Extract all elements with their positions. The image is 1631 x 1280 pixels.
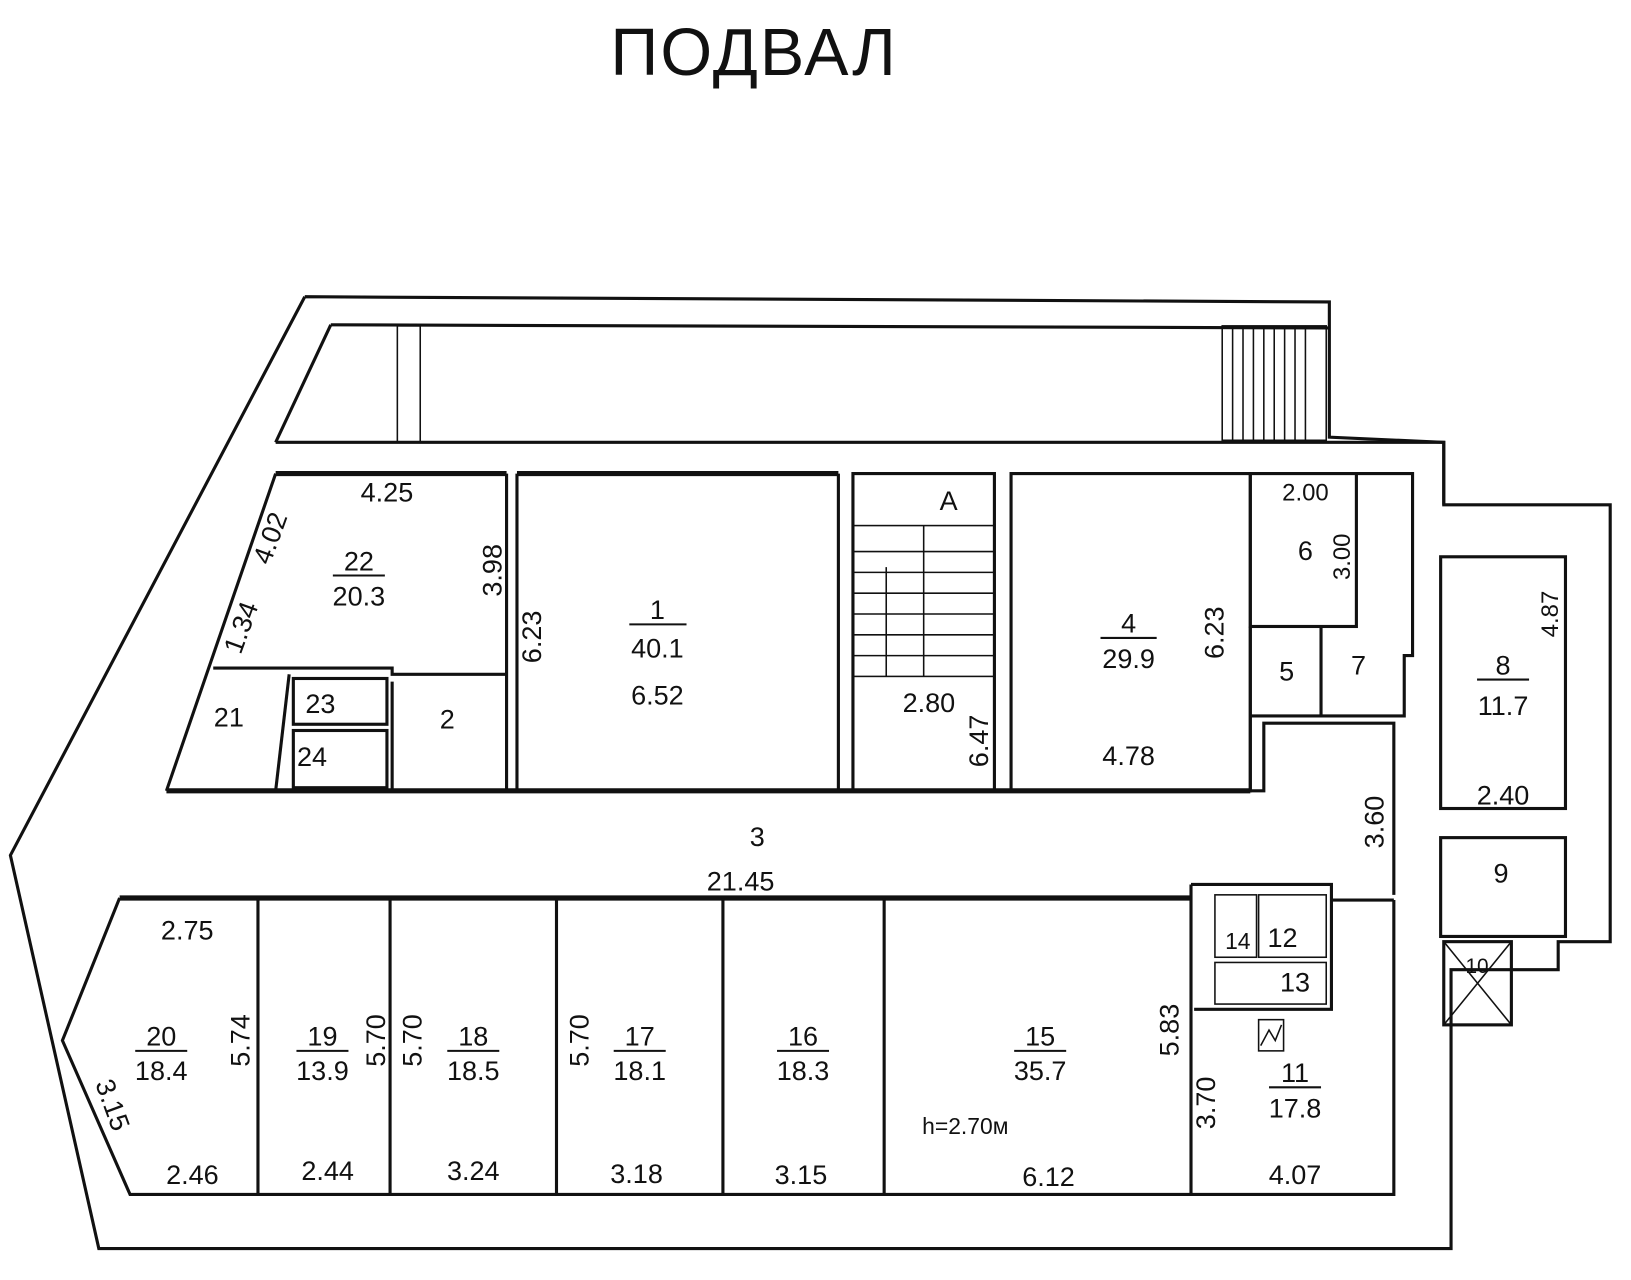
room-21-number: 21 — [214, 702, 244, 732]
plan-title: ПОДВАЛ — [610, 16, 897, 90]
room-9-number: 9 — [1493, 858, 1508, 888]
room-4-number: 4 — [1121, 609, 1136, 639]
room-11-number: 11 — [1281, 1058, 1309, 1088]
dimension: 3.18 — [610, 1159, 663, 1189]
dimension: 5.74 — [226, 1014, 256, 1067]
room-13-number: 13 — [1280, 968, 1310, 998]
staircase — [852, 524, 996, 678]
dimension: 6.47 — [964, 715, 994, 768]
dimension: 3.98 — [477, 544, 507, 597]
room-15-number: 15 — [1025, 1022, 1055, 1052]
room-23-number: 23 — [305, 689, 335, 719]
dimension: 2.40 — [1477, 780, 1530, 810]
dimension: 5.70 — [565, 1014, 595, 1067]
dimension: 2.80 — [903, 688, 956, 718]
dimension: 3.15 — [775, 1160, 828, 1190]
interior-walls — [60, 440, 1568, 1196]
dimension: 6.52 — [631, 680, 684, 710]
room-5-number: 5 — [1279, 657, 1294, 687]
dimension: 4.07 — [1269, 1160, 1322, 1190]
ceiling-height: h=2.70м — [922, 1113, 1008, 1139]
room-19-area: 13.9 — [296, 1056, 349, 1086]
dimension: 6.23 — [1199, 606, 1229, 659]
room-22-area: 20.3 — [333, 582, 386, 612]
dimension: 2.00 — [1282, 480, 1329, 507]
room-24-number: 24 — [297, 742, 327, 772]
dimension: 2.75 — [161, 916, 214, 946]
room-19-number: 19 — [307, 1022, 337, 1052]
room-14-number: 14 — [1225, 928, 1251, 954]
room-16-area: 18.3 — [777, 1056, 830, 1086]
room-18-area: 18.5 — [447, 1056, 500, 1086]
dimension: 4.78 — [1102, 741, 1155, 771]
dimension: 3.00 — [1329, 534, 1356, 581]
dimension: 2.46 — [166, 1160, 219, 1190]
room-8-number: 8 — [1496, 650, 1511, 680]
room-20-area: 18.4 — [135, 1056, 188, 1086]
room-18-number: 18 — [458, 1022, 488, 1052]
stair-a-label: A — [940, 486, 958, 516]
dimension: 6.12 — [1022, 1162, 1075, 1192]
room-labels: 22 20.3 1 40.1 4 29.9 8 11.7 21 23 24 2 … — [135, 486, 1530, 1139]
room-17-area: 18.1 — [613, 1056, 666, 1086]
dimension: 3.60 — [1359, 796, 1389, 849]
room-20-number: 20 — [146, 1022, 176, 1052]
room-17-number: 17 — [625, 1022, 655, 1052]
room-4-area: 29.9 — [1102, 644, 1155, 674]
room-11-area: 17.8 — [1269, 1093, 1322, 1123]
dimension: 4.87 — [1537, 591, 1564, 638]
room-3-number: 3 — [750, 822, 765, 852]
dimension: 2.44 — [301, 1156, 354, 1186]
room-6-number: 6 — [1298, 536, 1313, 566]
room-16-number: 16 — [788, 1022, 818, 1052]
dimension: 5.70 — [361, 1014, 391, 1067]
dimension: 3.70 — [1191, 1077, 1221, 1130]
dimension: 3.24 — [447, 1156, 500, 1186]
dimension: 4.25 — [361, 478, 414, 508]
room-1-area: 40.1 — [631, 634, 684, 664]
room-8-area: 11.7 — [1478, 691, 1529, 721]
dimension: 1.34 — [218, 598, 264, 658]
outer-walls — [8, 295, 1612, 1251]
dimension: 5.83 — [1155, 1004, 1185, 1057]
room-22-number: 22 — [344, 546, 374, 576]
room-1-number: 1 — [650, 595, 665, 625]
room-15-area: 35.7 — [1014, 1056, 1067, 1086]
room-7-number: 7 — [1351, 650, 1366, 680]
room-2-number: 2 — [440, 704, 455, 734]
room-10-number: 10 — [1465, 955, 1488, 978]
dimension: 5.70 — [397, 1014, 427, 1067]
dimension: 6.23 — [517, 611, 547, 664]
dimension: 3.15 — [89, 1075, 135, 1135]
dimension: 21.45 — [707, 867, 775, 897]
room-12-number: 12 — [1268, 923, 1298, 953]
dimension: 4.02 — [247, 508, 293, 568]
